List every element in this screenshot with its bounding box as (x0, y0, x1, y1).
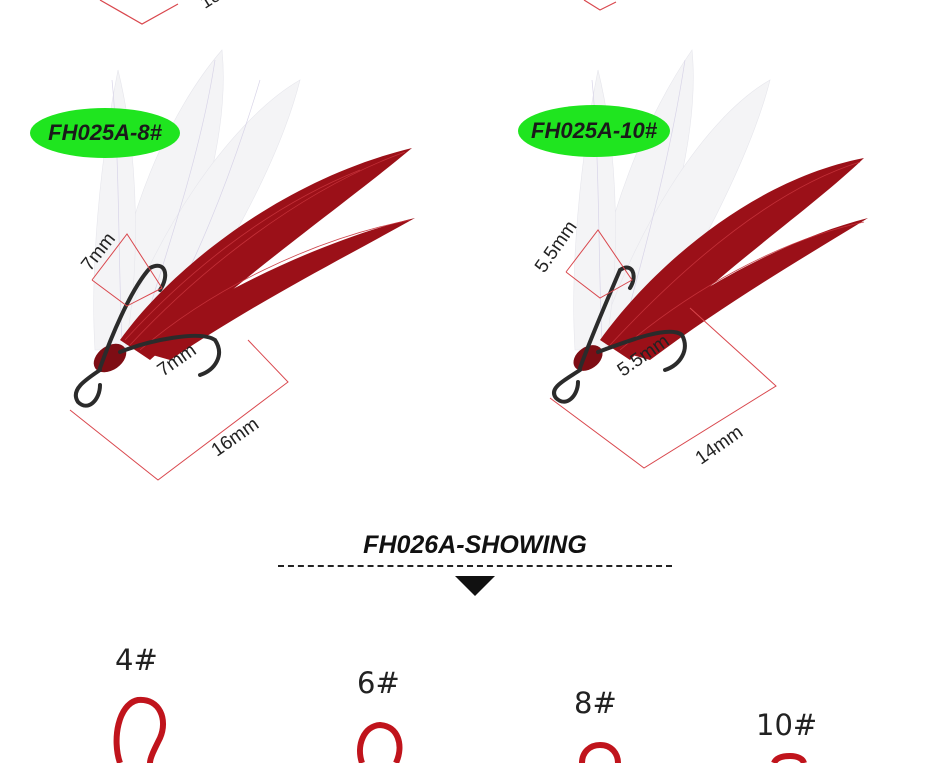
product-badge-2: FH025A-10# (518, 105, 670, 157)
size-label-6: 6# (357, 666, 400, 700)
down-arrow-icon (455, 576, 495, 596)
top-partial-illustration (99, 0, 617, 25)
treble-hook-illustration-2 (549, 49, 868, 469)
size-label-8: 8# (574, 686, 617, 720)
product-panel-1: FH025A-8# 7mm 7mm 16mm (0, 40, 465, 500)
hook-eye-illustrations (113, 696, 807, 763)
size-label-10: 10# (756, 708, 818, 742)
size-label-4: 4# (115, 643, 158, 677)
section-divider (278, 565, 672, 567)
product-panel-2: FH025A-10# 5.5mm 5.5mm 14mm (480, 40, 930, 500)
section-title: FH026A-SHOWING (363, 531, 587, 559)
product-badge-1: FH025A-8# (30, 108, 180, 158)
